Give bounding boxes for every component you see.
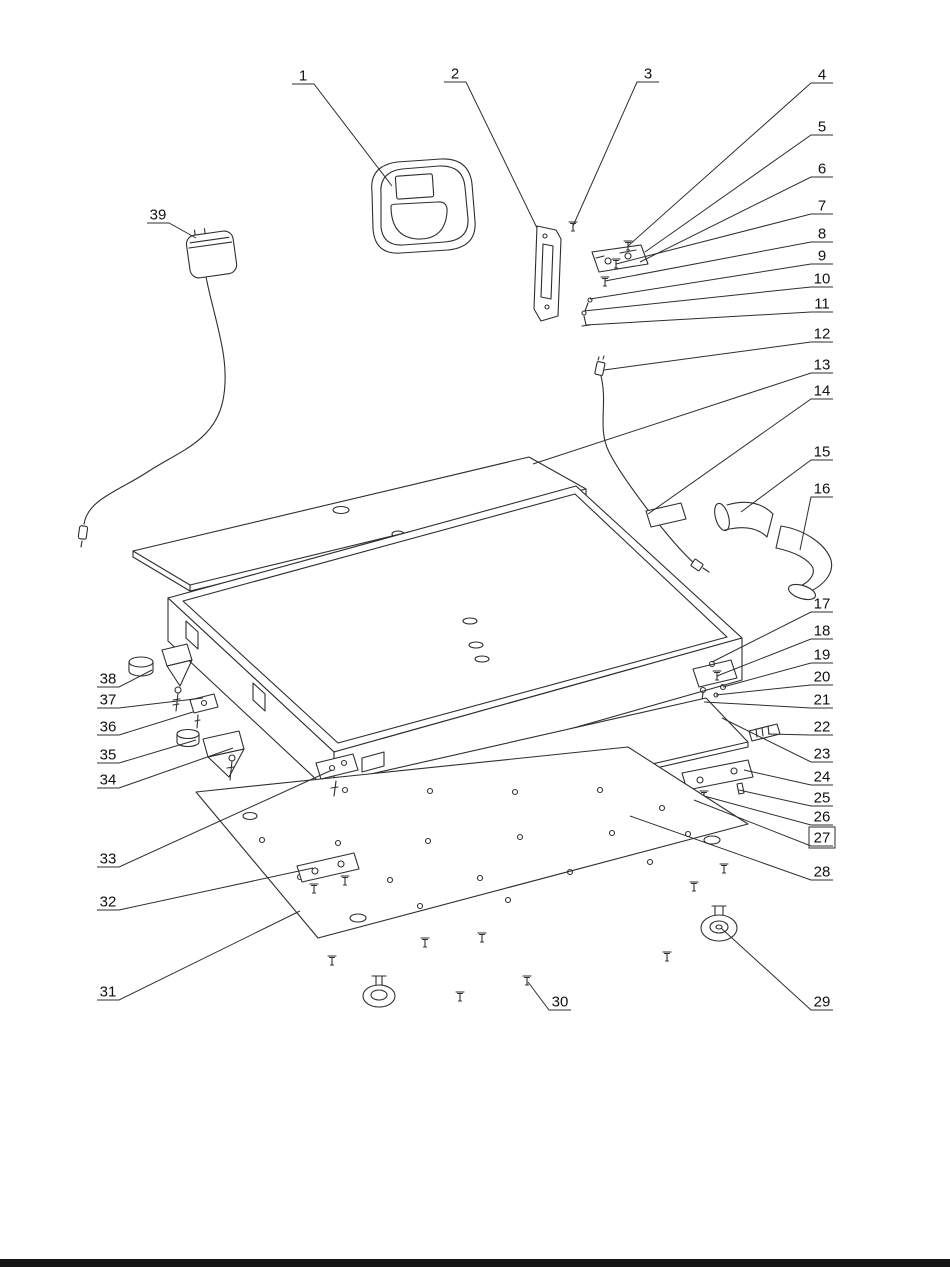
svg-text:33: 33: [100, 851, 117, 868]
callout-7: 7: [615, 198, 833, 265]
callout-11: 11: [585, 296, 833, 326]
callout-31: 31: [97, 910, 301, 1001]
callout-22: 22: [767, 719, 833, 736]
callout-39: 39: [147, 207, 197, 239]
svg-text:29: 29: [814, 994, 831, 1011]
callout-2: 2: [444, 66, 538, 229]
svg-text:14: 14: [814, 383, 831, 400]
part-sensor-cable: [594, 355, 710, 573]
callout-33: 33: [97, 769, 333, 868]
callout-5: 5: [644, 119, 833, 253]
callout-20: 20: [715, 669, 833, 696]
callout-27: 27: [693, 799, 836, 849]
callout-37: 37: [97, 692, 204, 709]
callout-18: 18: [716, 623, 833, 677]
callout-23: 23: [721, 717, 833, 763]
svg-text:21: 21: [814, 692, 831, 709]
callout-8: 8: [604, 226, 833, 282]
callout-21: 21: [703, 692, 833, 709]
part-bracket-32: [296, 852, 360, 894]
svg-text:20: 20: [814, 669, 831, 686]
callout-10: 10: [583, 271, 833, 312]
svg-text:31: 31: [100, 984, 117, 1001]
svg-text:10: 10: [814, 271, 831, 288]
svg-text:38: 38: [100, 671, 117, 688]
svg-text:13: 13: [814, 357, 831, 374]
svg-text:4: 4: [818, 67, 826, 84]
part-corner-bracket-right: [692, 659, 738, 708]
callout-25: 25: [738, 790, 833, 807]
svg-text:25: 25: [814, 790, 831, 807]
callout-6: 6: [639, 161, 833, 263]
svg-text:16: 16: [814, 481, 831, 498]
callout-1: 1: [292, 68, 393, 187]
callout-15: 15: [740, 444, 833, 513]
svg-text:36: 36: [100, 719, 117, 736]
part-foot-cylinder-35: [176, 728, 200, 748]
page-bottom-edge: [0, 1259, 950, 1267]
callout-19: 19: [722, 647, 833, 688]
svg-text:3: 3: [644, 66, 652, 83]
svg-text:12: 12: [814, 326, 831, 343]
svg-text:1: 1: [299, 68, 307, 85]
svg-text:35: 35: [100, 747, 117, 764]
callout-14: 14: [647, 383, 833, 515]
svg-text:32: 32: [100, 894, 117, 911]
callout-16: 16: [799, 481, 833, 551]
part-foot-right: [700, 905, 738, 942]
part-bracket-34: [202, 730, 245, 781]
callout-28: 28: [629, 815, 833, 881]
part-power-adapter: [77, 228, 238, 548]
svg-text:28: 28: [814, 864, 831, 881]
part-bottom-panel: [195, 746, 749, 939]
svg-text:37: 37: [100, 692, 117, 709]
svg-text:27: 27: [814, 830, 831, 847]
callout-17: 17: [711, 596, 833, 663]
callout-24: 24: [743, 769, 833, 786]
part-handle-lower: [775, 525, 833, 601]
callout-34: 34: [97, 747, 234, 789]
callout-13: 13: [532, 357, 833, 465]
callout-32: 32: [97, 867, 314, 911]
svg-text:8: 8: [818, 226, 826, 243]
callout-4: 4: [627, 67, 833, 247]
svg-text:7: 7: [818, 198, 826, 215]
part-foot-center: [362, 975, 396, 1008]
svg-text:19: 19: [814, 647, 831, 664]
svg-text:5: 5: [818, 119, 826, 136]
svg-text:26: 26: [814, 809, 831, 826]
part-display-console: [371, 158, 476, 254]
svg-text:11: 11: [814, 296, 830, 313]
svg-text:30: 30: [552, 994, 569, 1011]
svg-text:9: 9: [818, 248, 826, 265]
part-handle-upper: [714, 501, 774, 538]
part-console-bracket: [533, 225, 562, 322]
svg-text:23: 23: [814, 746, 831, 763]
svg-text:6: 6: [818, 161, 826, 178]
callout-9: 9: [589, 248, 833, 300]
svg-text:22: 22: [814, 719, 831, 736]
svg-text:34: 34: [100, 772, 117, 789]
svg-text:24: 24: [814, 769, 831, 786]
callout-38: 38: [97, 669, 153, 688]
callout-36: 36: [97, 711, 194, 736]
part-bracket-37: [161, 643, 193, 712]
svg-text:15: 15: [814, 444, 831, 461]
svg-text:18: 18: [814, 623, 831, 640]
callout-26: 26: [703, 795, 833, 826]
callout-3: 3: [572, 66, 659, 227]
svg-text:17: 17: [814, 596, 831, 613]
hardware-screws-top: [568, 221, 633, 327]
svg-text:2: 2: [451, 66, 459, 83]
callout-35: 35: [97, 739, 197, 764]
part-foot-cylinder-38: [128, 656, 154, 677]
callout-12: 12: [603, 326, 833, 371]
svg-text:39: 39: [150, 207, 167, 224]
callout-30: 30: [527, 981, 571, 1011]
part-spacer-strip: [748, 723, 781, 742]
part-platform-deck: [167, 485, 743, 797]
callout-29: 29: [720, 927, 833, 1011]
